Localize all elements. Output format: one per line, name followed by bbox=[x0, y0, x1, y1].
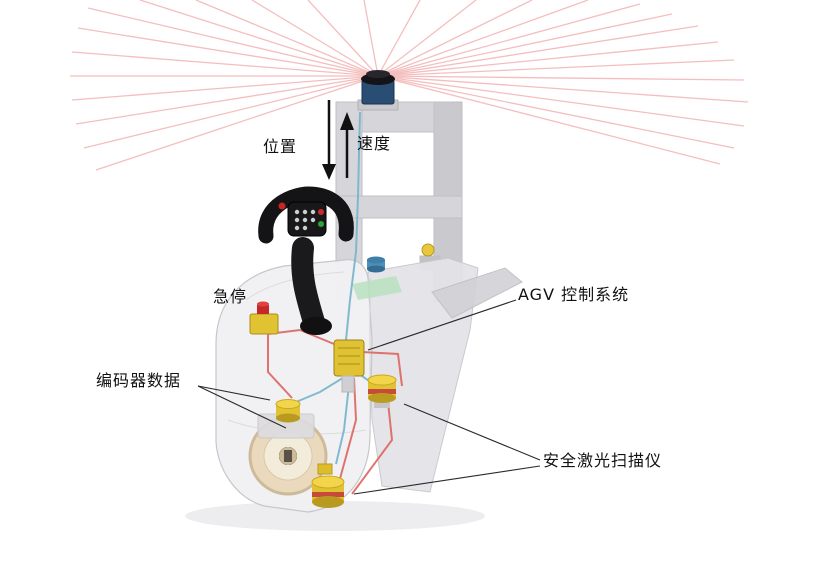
tiller-control-pod bbox=[287, 201, 327, 237]
encoder-data-label: 编码器数据 bbox=[96, 371, 182, 390]
arrow-down-position bbox=[322, 100, 336, 180]
speed-label: 速度 bbox=[357, 134, 392, 153]
display-panel bbox=[352, 276, 402, 300]
pod-red-button bbox=[318, 209, 324, 215]
wiring-red bbox=[267, 328, 403, 495]
safety-scanner-bottom bbox=[311, 463, 345, 508]
handle-red-button bbox=[278, 202, 286, 210]
ground-shadow bbox=[185, 501, 485, 531]
body-sensor bbox=[367, 256, 385, 273]
pointer-lines bbox=[197, 299, 541, 495]
encoder bbox=[275, 399, 301, 423]
position-label: 位置 bbox=[263, 137, 298, 156]
vehicle-platform bbox=[367, 257, 523, 493]
emergency-stop-button bbox=[249, 301, 279, 335]
agv-control-system-label: AGV 控制系统 bbox=[518, 285, 630, 304]
wiring-blue bbox=[295, 111, 377, 465]
safety-scanner-right bbox=[367, 374, 397, 408]
safety-laser-scanner-label: 安全激光扫描仪 bbox=[543, 451, 663, 470]
mast-knob bbox=[421, 243, 435, 257]
laser-rays bbox=[70, 0, 749, 171]
nav-laser-scanner-head bbox=[357, 70, 399, 111]
arrow-up-speed bbox=[340, 112, 354, 178]
estop-red-cap bbox=[257, 305, 269, 314]
agv-control-unit bbox=[333, 339, 365, 393]
fork-arm bbox=[431, 267, 523, 319]
pod-green-button bbox=[318, 221, 324, 227]
tiller-handle bbox=[258, 186, 354, 335]
emergency-stop-label: 急停 bbox=[213, 287, 248, 306]
